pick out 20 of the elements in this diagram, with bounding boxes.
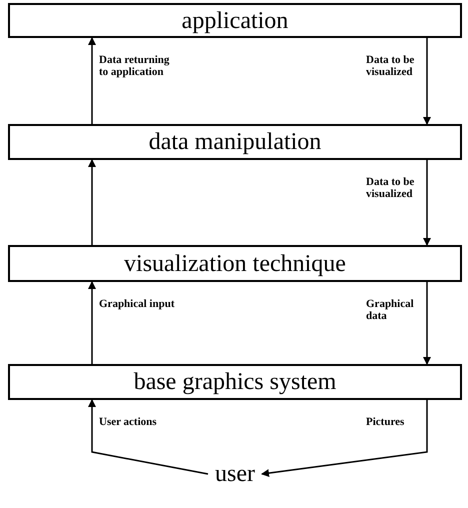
layer-box: data manipulation [8, 124, 462, 160]
arrow [261, 400, 428, 478]
edge-label: User actions [99, 416, 158, 428]
arrow [423, 282, 431, 365]
layer-box: base graphics system [8, 364, 462, 400]
edge-label: Data to be visualized [366, 176, 416, 200]
edge-label: Graphical input [99, 298, 176, 310]
text-label: user [208, 460, 262, 488]
edge-label: Data to be visualized [366, 54, 416, 78]
arrow [423, 38, 431, 125]
edge-label: Graphical data [366, 298, 415, 322]
edge-label: Pictures [366, 416, 406, 428]
arrow [423, 160, 431, 246]
arrow [88, 281, 96, 364]
edge-label: Data returning to application [99, 54, 170, 78]
layer-box: visualization technique [8, 245, 462, 282]
arrow [88, 159, 96, 245]
layer-box: application [8, 3, 462, 38]
arrow [88, 399, 208, 475]
arrow [88, 37, 96, 124]
